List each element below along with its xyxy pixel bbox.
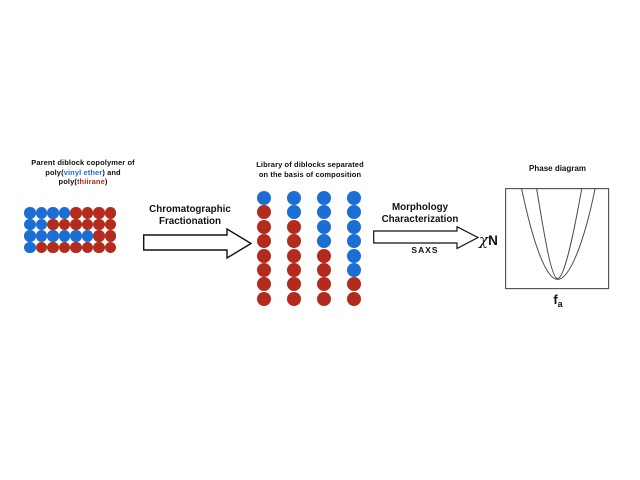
fractionation-arrow-label: Chromatographic Fractionation [149,204,231,227]
red-monomer-dot [70,241,82,253]
blue-monomer-dot [35,207,47,219]
red-monomer-dot [287,248,301,263]
blue-monomer-dot [47,230,59,242]
diblock-column [317,191,331,306]
red-monomer-dot [93,218,105,230]
blue-monomer-dot [81,230,93,242]
monomer-row [24,241,116,253]
y-axis-label-chiN: χN [479,231,498,249]
monomer-row [24,218,116,230]
outer-phase-curve [521,188,596,280]
red-monomer-dot [81,218,93,230]
blue-monomer-dot [347,262,361,277]
vinyl-ether-highlight: vinyl ether [63,167,103,177]
blue-monomer-dot [287,191,301,205]
parent-title-line3: poly(thiirane) [58,177,108,187]
monomer-row [24,207,116,219]
red-monomer-dot [257,234,271,249]
red-monomer-dot [257,205,271,220]
red-monomer-dot [287,277,301,292]
library-section-title: Library of diblocks separated on the bas… [256,160,364,179]
red-monomer-dot [287,219,301,234]
blue-monomer-dot [317,205,331,220]
red-monomer-dot [287,262,301,277]
red-monomer-dot [70,218,82,230]
red-monomer-dot [287,234,301,249]
x-axis-label-fa: fa [553,292,563,309]
blue-monomer-dot [287,205,301,220]
red-monomer-dot [257,248,271,263]
blue-monomer-dot [317,219,331,234]
red-monomer-dot [58,241,70,253]
blue-monomer-dot [24,241,36,253]
characterization-arrow-label: Morphology Characterization [381,202,459,225]
blue-monomer-dot [24,207,36,219]
red-monomer-dot [317,291,331,306]
red-monomer-dot [93,207,105,219]
diblock-column [287,191,301,306]
blue-monomer-dot [347,219,361,234]
blue-monomer-dot [24,218,36,230]
library-dot-columns [257,191,361,306]
red-monomer-dot [81,241,93,253]
blue-monomer-dot [47,207,59,219]
red-monomer-dot [47,241,59,253]
diblock-column [347,191,361,306]
saxs-technique-label: SAXS [411,245,439,255]
blue-monomer-dot [257,191,271,205]
blue-monomer-dot [347,234,361,249]
red-monomer-dot [47,218,59,230]
red-monomer-dot [317,277,331,292]
red-monomer-dot [81,207,93,219]
blue-monomer-dot [24,230,36,242]
diblock-column [257,191,271,306]
parent-title-line2: poly(vinyl ether) and [45,167,121,177]
blue-monomer-dot [35,218,47,230]
red-monomer-dot [93,230,105,242]
blue-monomer-dot [70,230,82,242]
red-monomer-dot [104,218,116,230]
monomer-row [24,230,116,242]
parent-title-line1: Parent diblock copolymer of [31,158,135,167]
red-monomer-dot [104,230,116,242]
inner-phase-curve [536,188,583,280]
blue-monomer-dot [317,191,331,205]
parent-section-title: Parent diblock copolymer of poly(vinyl e… [13,158,153,187]
red-monomer-dot [287,291,301,306]
phase-diagram-plot [505,188,610,290]
red-monomer-dot [104,241,116,253]
blue-monomer-dot [58,230,70,242]
red-monomer-dot [35,241,47,253]
parent-copolymer-dot-grid [24,207,116,253]
red-monomer-dot [257,277,271,292]
red-monomer-dot [257,291,271,306]
red-monomer-dot [70,207,82,219]
red-monomer-dot [104,207,116,219]
blue-monomer-dot [58,207,70,219]
right-arrow-icon [373,226,480,250]
red-monomer-dot [257,262,271,277]
thiirane-highlight: thiirane [76,177,105,187]
right-arrow-icon [143,228,253,260]
blue-monomer-dot [347,248,361,263]
blue-monomer-dot [347,205,361,220]
blue-monomer-dot [35,230,47,242]
phase-diagram-title: Phase diagram [529,164,586,173]
red-monomer-dot [257,219,271,234]
blue-monomer-dot [347,191,361,205]
red-monomer-dot [347,291,361,306]
blue-monomer-dot [317,234,331,249]
red-monomer-dot [58,218,70,230]
red-monomer-dot [347,277,361,292]
red-monomer-dot [93,241,105,253]
red-monomer-dot [317,262,331,277]
red-monomer-dot [317,248,331,263]
